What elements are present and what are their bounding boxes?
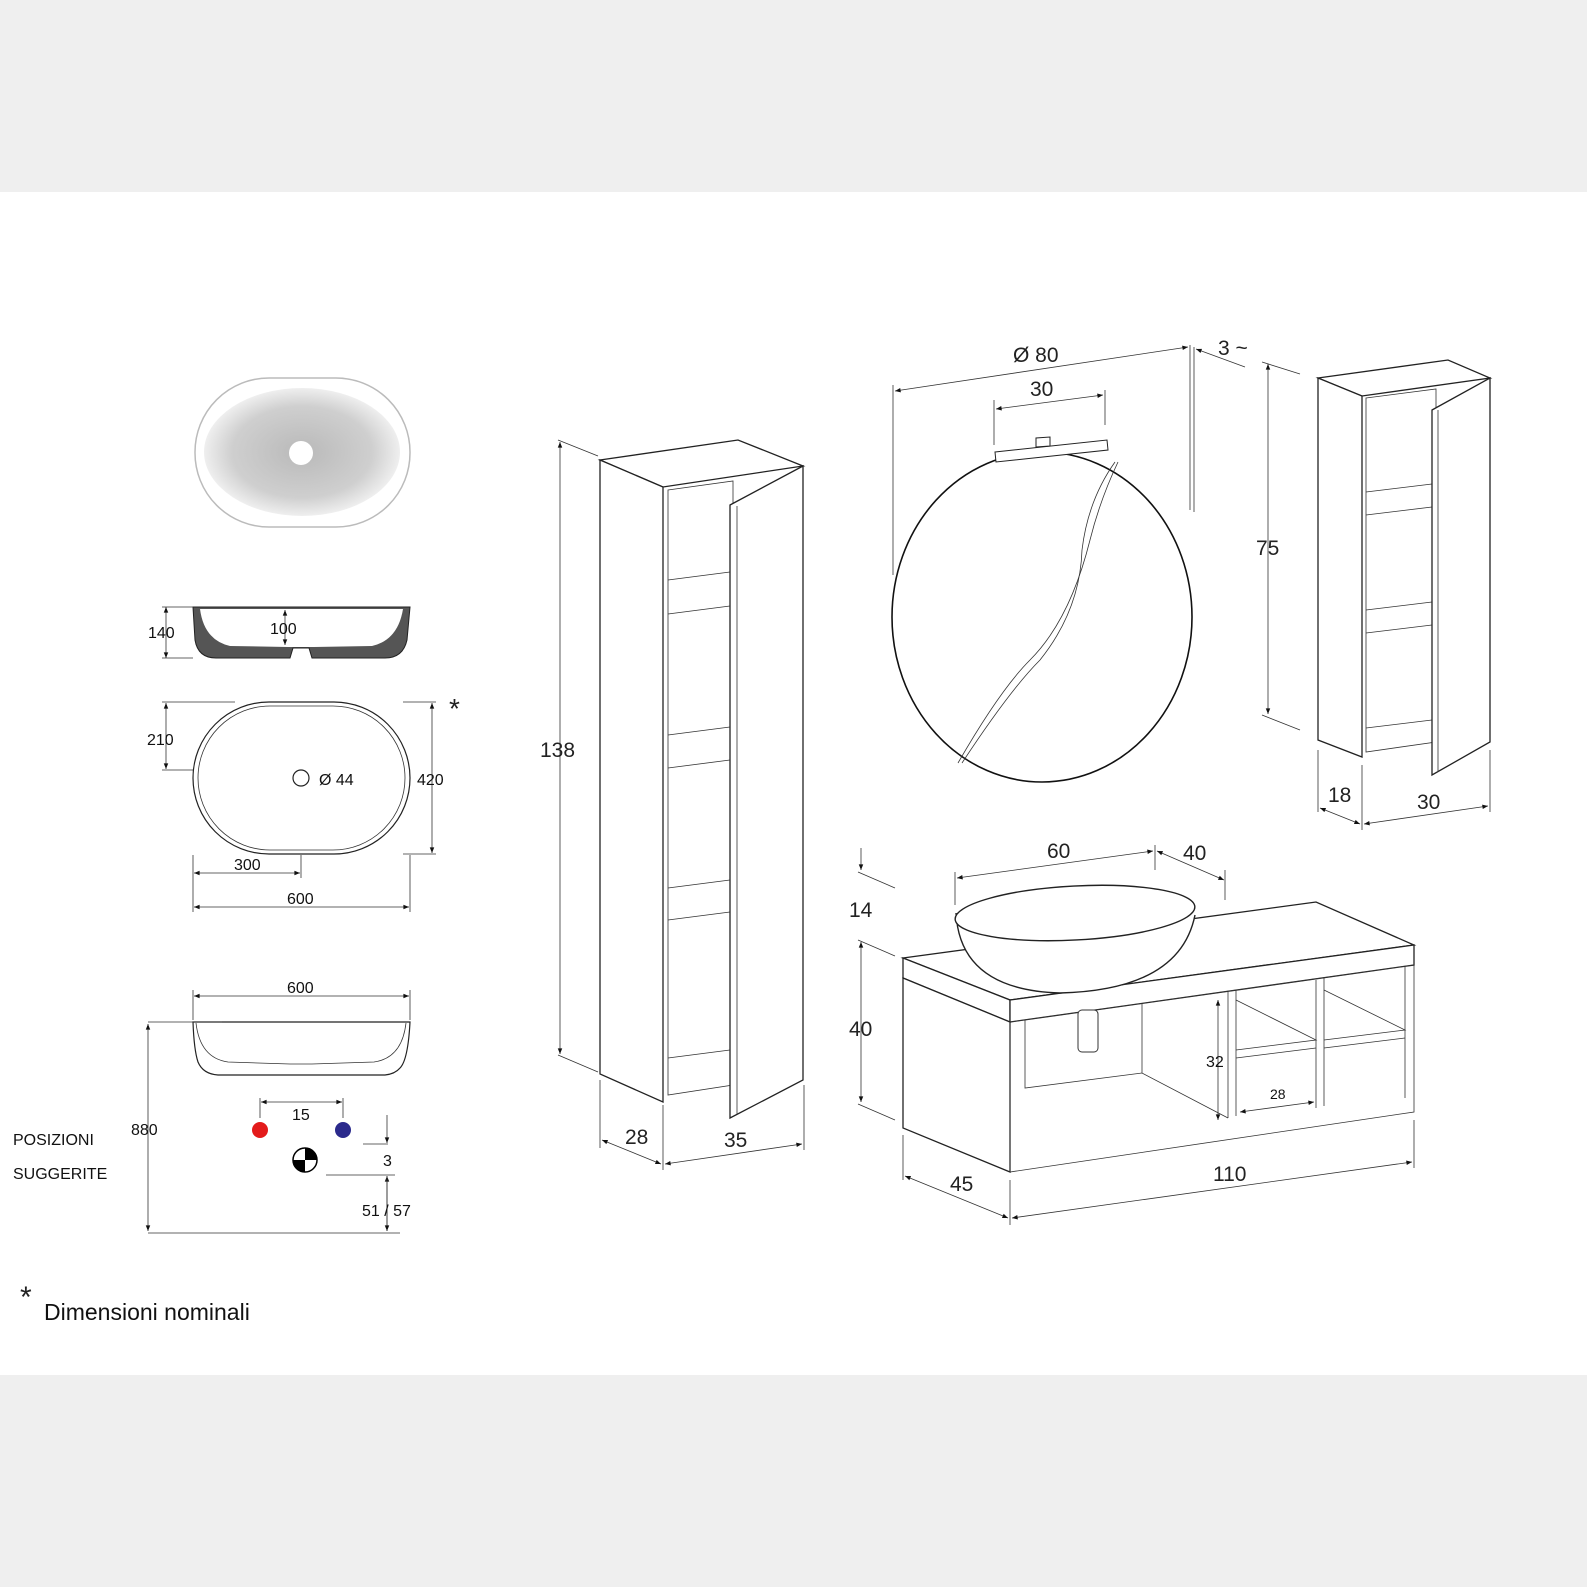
dim-drain-diameter: Ø 44	[319, 772, 354, 789]
drain-position-icon	[292, 1147, 318, 1173]
dim-section-height: 140	[148, 625, 175, 642]
dim-wall-width: 30	[1417, 791, 1440, 814]
nominal-asterisk: *	[449, 693, 460, 724]
dim-depth: 420	[417, 772, 444, 789]
positions-label-2: SUGGERITE	[13, 1166, 107, 1183]
sink-section-view: 140 100	[148, 606, 411, 659]
hot-water-icon	[252, 1122, 268, 1138]
dim-drain-height: 51 / 57	[362, 1203, 411, 1220]
tall-cabinet: 138 28 35	[540, 439, 806, 1170]
dim-basin-height: 14	[849, 899, 873, 922]
vanity-unit: 60 40 14 40 32 28 45 110	[849, 840, 1417, 1225]
dim-half-width: 300	[234, 857, 261, 874]
mirror-lamp	[994, 436, 1109, 463]
footnote-text: Dimensioni nominali	[44, 1299, 250, 1325]
dim-mirror-thickness: 3 ~	[1218, 337, 1248, 360]
dim-half-depth: 210	[147, 732, 174, 749]
sink-top-render	[194, 377, 411, 528]
dim-mirror-diameter: Ø 80	[1013, 344, 1059, 367]
wall-cabinet: 75 18 30	[1256, 359, 1493, 830]
vanity-basin	[954, 884, 1196, 994]
drain-circle-icon	[292, 769, 310, 787]
dim-width: 600	[287, 891, 314, 908]
dim-shelf-width: 28	[1270, 1086, 1286, 1102]
dim-tall-depth: 28	[625, 1126, 648, 1149]
dim-shelf-height: 32	[1206, 1054, 1224, 1071]
dim-tap-spacing: 15	[292, 1107, 310, 1124]
dim-wall-height: 75	[1256, 537, 1279, 560]
sink-side-view: 600 880 15 3 51 / 57 POSIZIONI SUGGERITE	[13, 980, 411, 1234]
dim-install-height: 880	[131, 1122, 158, 1139]
dim-drain-depth: 100	[270, 621, 297, 638]
dim-vanity-depth: 45	[950, 1173, 973, 1196]
positions-label-1: POSIZIONI	[13, 1132, 94, 1149]
wall-cabinet-door	[1431, 376, 1491, 777]
dim-basin-width: 60	[1047, 840, 1070, 863]
cold-water-icon	[335, 1122, 351, 1138]
dim-tall-height: 138	[540, 739, 575, 762]
dim-basin-depth: 40	[1183, 842, 1206, 865]
dim-tall-width: 35	[724, 1129, 747, 1152]
drain-hole-icon	[289, 441, 313, 465]
dim-wall-depth: 18	[1328, 784, 1351, 807]
dim-vanity-width: 110	[1213, 1163, 1246, 1186]
dim-tap-offset: 3	[383, 1153, 392, 1170]
footnote-asterisk: *	[20, 1281, 32, 1314]
tall-cabinet-door	[729, 464, 804, 1120]
dim-side-width: 600	[287, 980, 314, 997]
dim-lamp-width: 30	[1030, 378, 1053, 401]
dim-vanity-height: 40	[849, 1018, 872, 1041]
sink-plan-view: 210 Ø 44 420 300 600 *	[147, 693, 460, 912]
round-mirror: Ø 80 30 3 ~	[891, 337, 1248, 783]
